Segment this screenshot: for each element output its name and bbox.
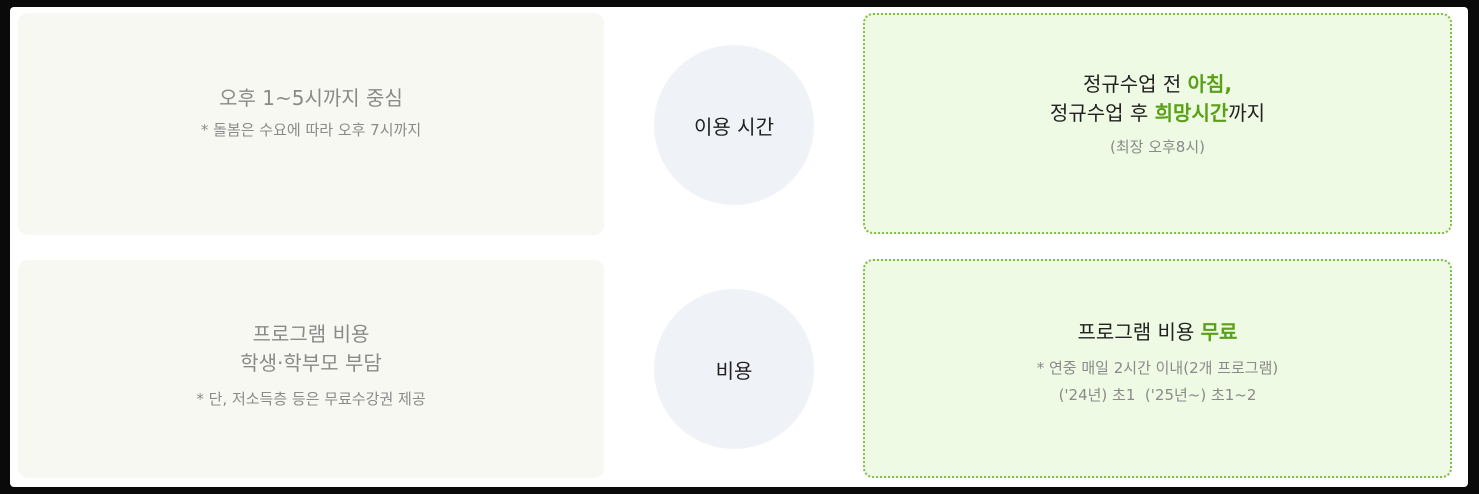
new-time-line2-highlight: 희망시간 [1154,100,1229,125]
new-time-line2-suffix: 까지 [1228,100,1266,125]
old-cost-card: 프로그램 비용 학생·학부모 부담 * 단, 저소득층 등은 무료수강권 제공 [18,260,604,478]
new-time-line2-prefix: 정규수업 후 [1049,100,1155,125]
new-cost-note2: ('24년) 초1 ('25년~) 초1~2 [1058,386,1257,404]
old-time-text: 오후 1~5시까지 중심 [219,85,403,110]
new-time-line1: 정규수업 전 아침, [1083,70,1232,99]
old-cost-line1: 프로그램 비용 [252,322,370,346]
new-time-line1-prefix: 정규수업 전 [1082,71,1188,96]
new-time-card: 정규수업 전 아침, 정규수업 후 희망시간까지 (최장 오후8시) [863,13,1452,234]
usage-time-label: 이용 시간 [654,45,814,205]
old-time-note: * 돌봄은 수요에 따라 오후 7시까지 [200,120,422,139]
old-cost-note: * 단, 저소득층 등은 무료수강권 제공 [196,390,426,408]
comparison-panel: 오후 1~5시까지 중심 * 돌봄은 수요에 따라 오후 7시까지 이용 시간 … [10,7,1468,487]
old-cost-line2: 학생·학부모 부담 [240,351,382,375]
new-time-line2: 정규수업 후 희망시간까지 [1050,99,1265,128]
new-time-sub: (최장 오후8시) [1109,137,1206,156]
new-time-line1-highlight: 아침, [1187,71,1233,96]
old-time-card: 오후 1~5시까지 중심 * 돌봄은 수요에 따라 오후 7시까지 [18,13,604,235]
new-cost-line1-prefix: 프로그램 비용 [1077,320,1201,344]
usage-time-label-text: 이용 시간 [694,114,774,139]
new-cost-line1: 프로그램 비용 무료 [1078,318,1238,347]
cost-label: 비용 [654,289,814,449]
new-cost-card: 프로그램 비용 무료 * 연중 매일 2시간 이내(2개 프로그램) ('24년… [863,259,1452,478]
new-cost-note1: * 연중 매일 2시간 이내(2개 프로그램) [1036,359,1279,377]
cost-label-text: 비용 [715,358,753,383]
new-cost-line1-highlight: 무료 [1200,320,1238,344]
